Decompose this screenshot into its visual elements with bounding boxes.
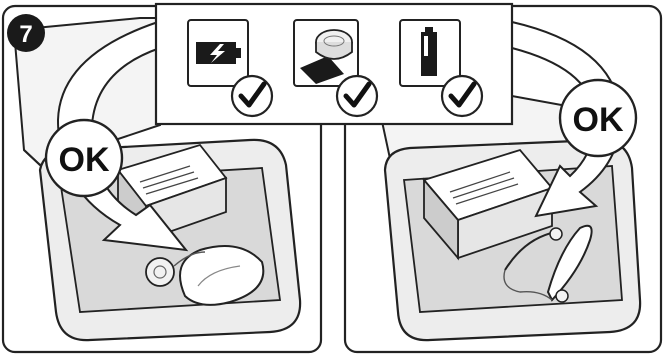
earpiece-dome: [146, 258, 174, 286]
ok-label-left: OK: [59, 141, 110, 179]
checklist-box: [156, 4, 512, 124]
check-mark-icon: [232, 76, 272, 116]
check-mark-icon: [442, 76, 482, 116]
ok-bubble-right: OK: [560, 80, 636, 156]
step-badge: 7: [7, 14, 45, 52]
screw-bottom: [556, 290, 568, 302]
step-number: 7: [19, 21, 32, 48]
check-mark-icon: [337, 76, 377, 116]
screw-top: [550, 228, 562, 240]
ok-bubble-left: OK: [46, 120, 122, 196]
ok-label-right: OK: [573, 101, 624, 139]
charged-battery-icon: [188, 20, 248, 86]
button-cell-battery-icon: [294, 20, 358, 86]
aa-battery-icon: [400, 20, 460, 86]
